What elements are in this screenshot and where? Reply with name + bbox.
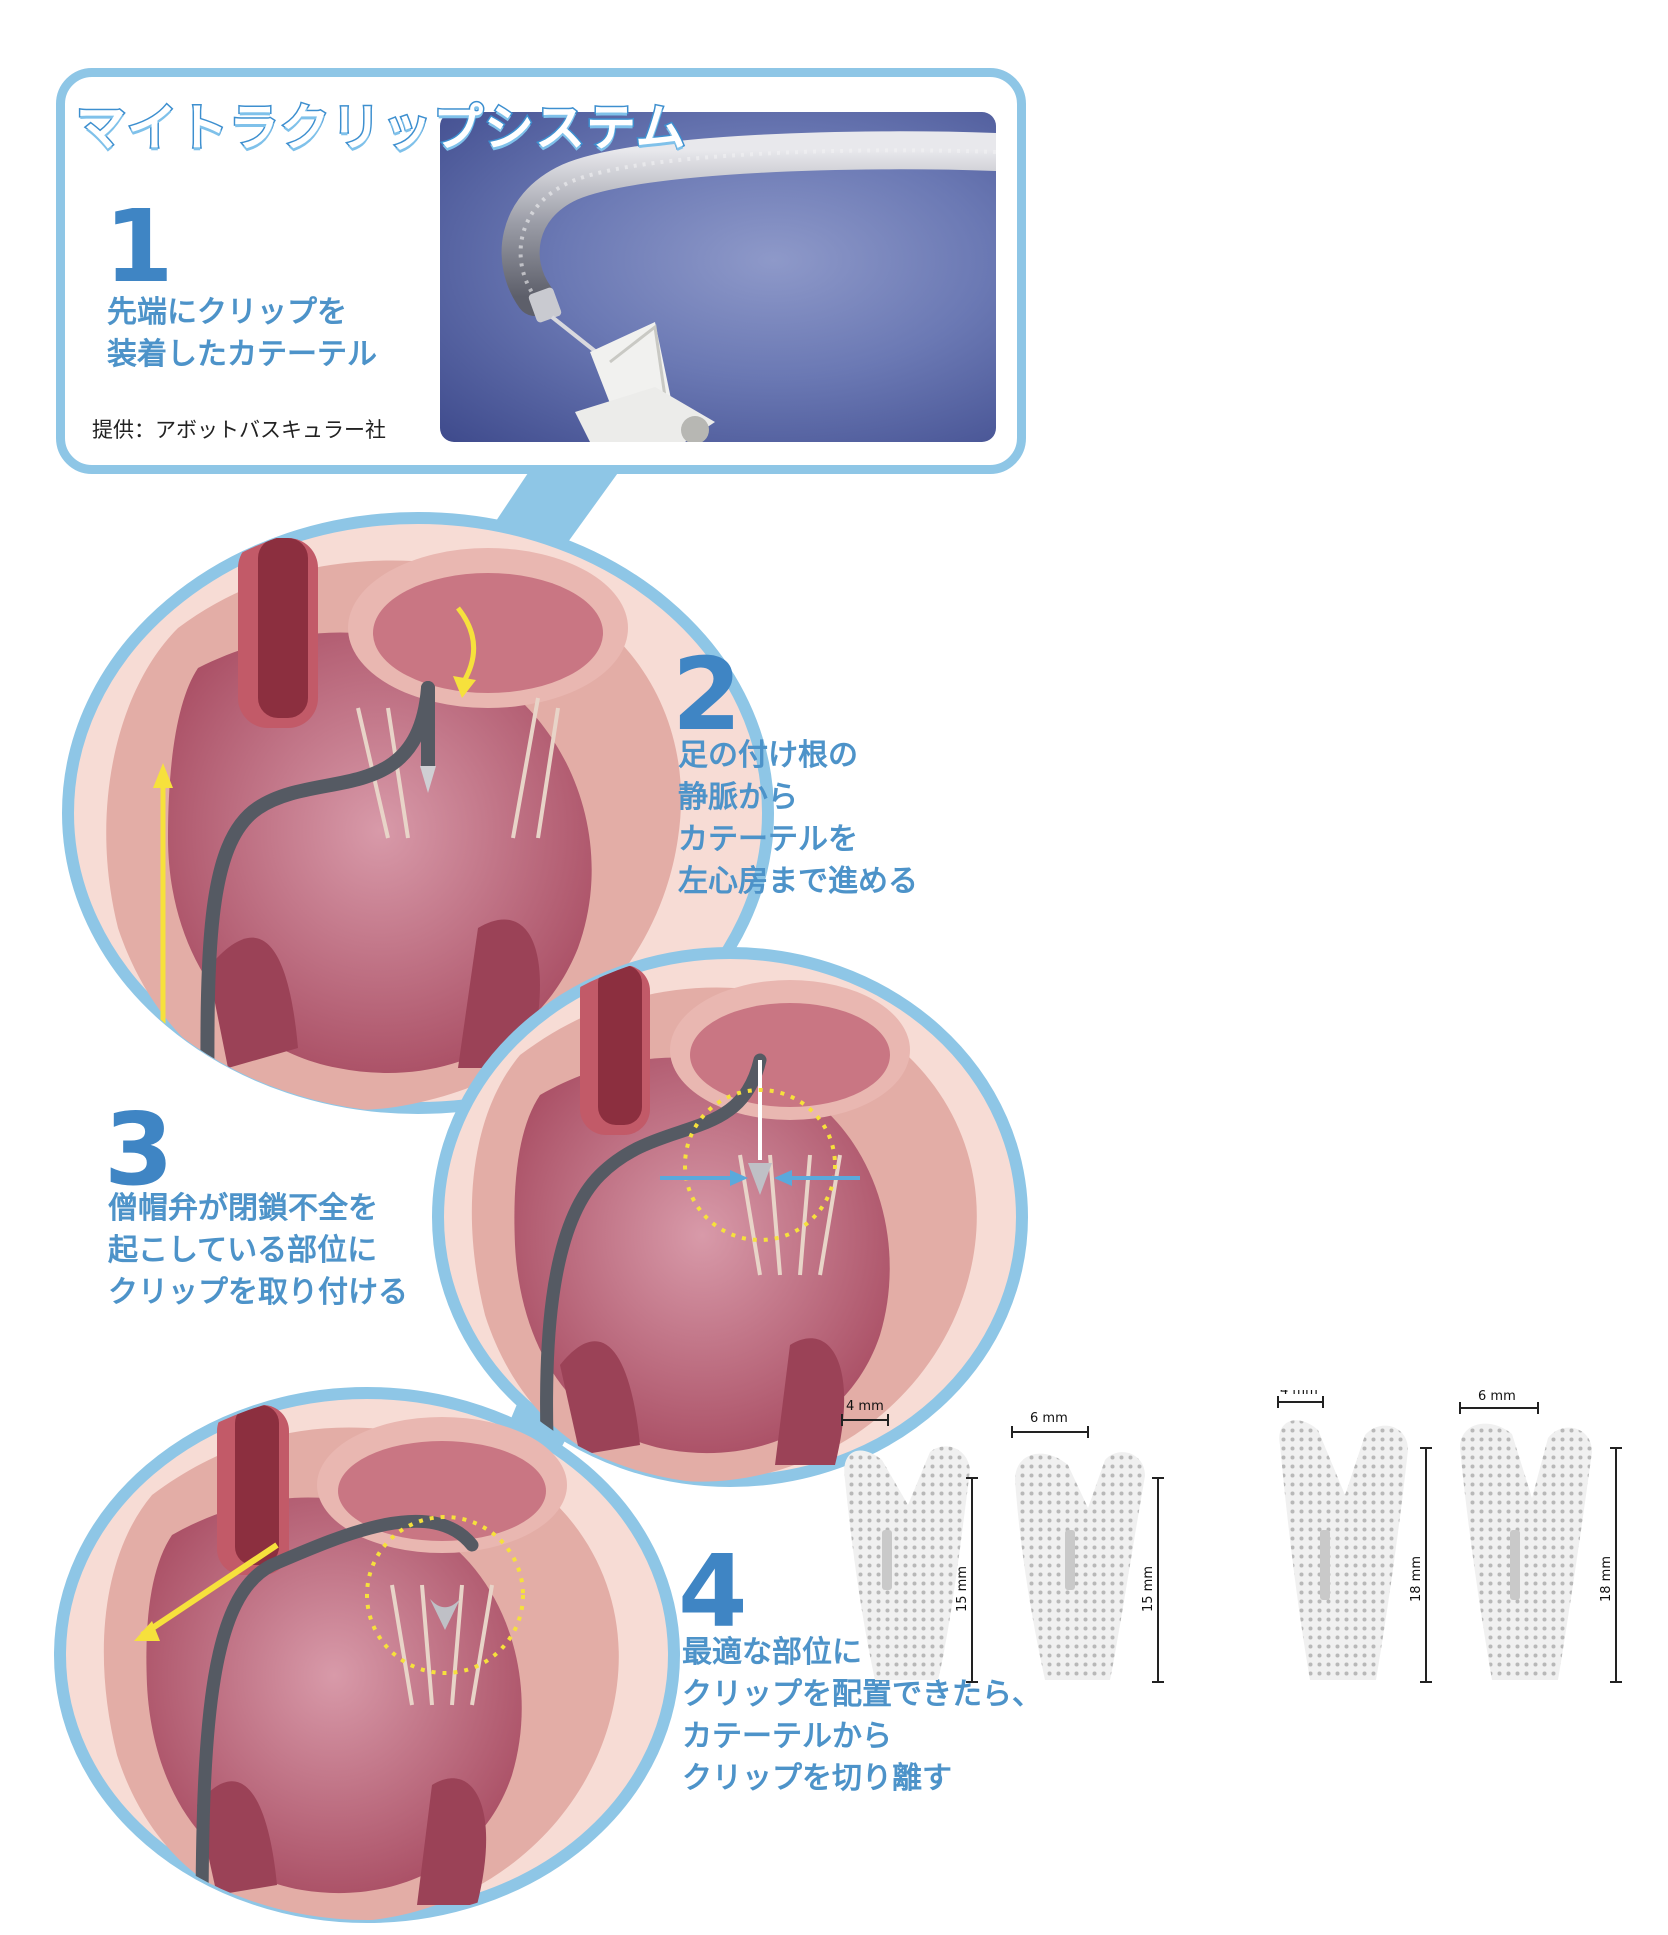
catheter-illustration (501, 131, 996, 442)
heart-illustration-4 (54, 1387, 680, 1923)
heart-illustration-3 (432, 947, 1028, 1487)
clip-6mm-15mm: 6 mm 15 mm (1011, 1411, 1164, 1683)
step-3-number: 3 (104, 1091, 174, 1208)
step-4-caption: 最適な部位に クリップを配置できたら、 カテーテルから クリップを切り離す (682, 1635, 1042, 1796)
step-3-caption: 僧帽弁が閉鎖不全を 起こしている部位に クリップを取り付ける (108, 1191, 408, 1310)
step-1-caption: 先端にクリップを 装着したカテーテル (107, 295, 377, 372)
clip-4-height-label: 18 mm (1599, 1556, 1614, 1602)
clip-sizes: 4 mm 15 mm 6 mm 15 mm 4 mm 18 mm (841, 1390, 1622, 1683)
step-1-number: 1 (104, 188, 174, 305)
clip-4-width-label: 6 mm (1478, 1390, 1516, 1404)
clip-4mm-15mm: 4 mm 15 mm (841, 1399, 978, 1683)
catheter-photo (440, 112, 996, 442)
heart-panel-step-3 (430, 945, 1030, 1490)
image-credit: 提供：アボットバスキュラー社 (92, 418, 386, 442)
heart-illustration-2 (62, 512, 774, 1114)
clip-2-height-label: 15 mm (1141, 1566, 1156, 1612)
clip-3-width-label: 4 mm (1280, 1390, 1318, 1398)
clip-1-height-label: 15 mm (955, 1566, 970, 1612)
clip-3-height-label: 18 mm (1409, 1556, 1424, 1602)
clip-4mm-18mm: 4 mm 18 mm (1277, 1390, 1432, 1683)
step-2-caption: 足の付け根の 静脈から カテーテルを 左心房まで進める (678, 738, 918, 899)
step-4-number: 4 (678, 1533, 748, 1650)
clip-2-width-label: 6 mm (1030, 1411, 1068, 1426)
clip-1-width-label: 4 mm (846, 1399, 884, 1414)
clip-6mm-18mm: 6 mm 18 mm (1459, 1390, 1622, 1683)
step-2-number: 2 (672, 636, 742, 753)
heart-panel-step-4 (52, 1385, 682, 1925)
heart-panel-step-2 (58, 508, 778, 1118)
page-title: マイトラクリップシステム (75, 98, 687, 159)
